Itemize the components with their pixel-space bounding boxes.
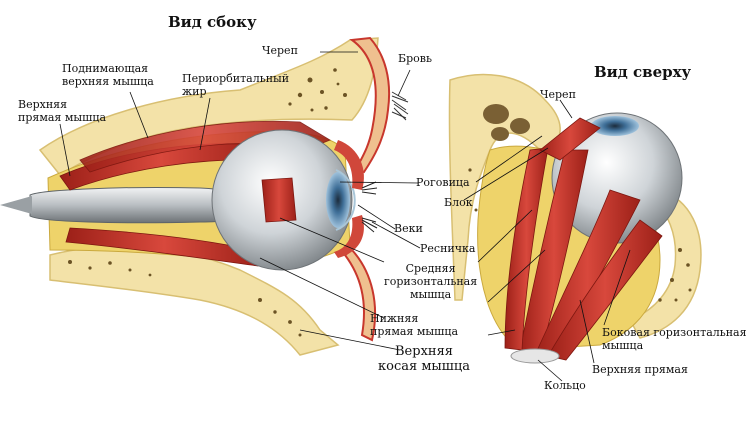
top-bone-texture <box>468 168 692 302</box>
side-cornea <box>335 169 356 231</box>
label-lateral-horizontal: Боковая горизонтальная мышца <box>602 326 747 352</box>
label-superior-rectus-side: Верхняя прямая мышца <box>18 98 107 124</box>
top-skull-bone <box>448 73 561 301</box>
sinus-cavities <box>483 104 530 141</box>
label-skull-side: Череп <box>262 44 298 57</box>
top-iris <box>591 116 639 136</box>
label-eyelids: Веки <box>394 222 423 235</box>
top-view-title: Вид сверху <box>594 63 692 81</box>
label-levator: Поднимающая верхняя мышца <box>62 62 154 88</box>
label-cornea: Роговица <box>416 176 470 189</box>
label-superior-rectus-top: Верхняя прямая <box>592 363 688 376</box>
label-medial-horizontal: Средняя горизонтальная мышца <box>384 262 478 301</box>
optic-nerve <box>29 186 241 224</box>
top-lateral-bone <box>628 189 702 339</box>
bone-texture <box>68 68 347 337</box>
lower-eyelid <box>334 215 364 258</box>
horizontal-muscle <box>261 177 297 223</box>
side-iris <box>326 172 350 228</box>
label-skull-top: Череп <box>540 88 576 101</box>
label-periorbital-fat: Периорбитальный жир <box>182 72 290 98</box>
optic-nerve-stump <box>0 196 32 214</box>
tendon-ring <box>510 348 560 364</box>
label-ring: Кольцо <box>544 379 586 392</box>
eyebrow <box>391 91 409 121</box>
label-inferior-rectus: Нижняя прямая мышца <box>370 312 459 338</box>
label-superior-oblique: Верхняя косая мышца <box>378 344 470 374</box>
eyelashes <box>361 181 378 233</box>
label-trochlea: Блок <box>444 196 473 209</box>
side-view-title: Вид сбоку <box>168 13 257 31</box>
cheek-skin <box>343 248 376 342</box>
top-view <box>448 73 702 382</box>
side-view <box>0 36 421 356</box>
label-eyelash: Ресничка <box>420 242 476 255</box>
side-leader-lines <box>59 51 421 351</box>
label-eyebrow: Бровь <box>398 52 432 65</box>
top-leader-lines <box>463 99 631 382</box>
upper-eyelid <box>334 140 364 190</box>
top-muscles <box>504 117 663 361</box>
